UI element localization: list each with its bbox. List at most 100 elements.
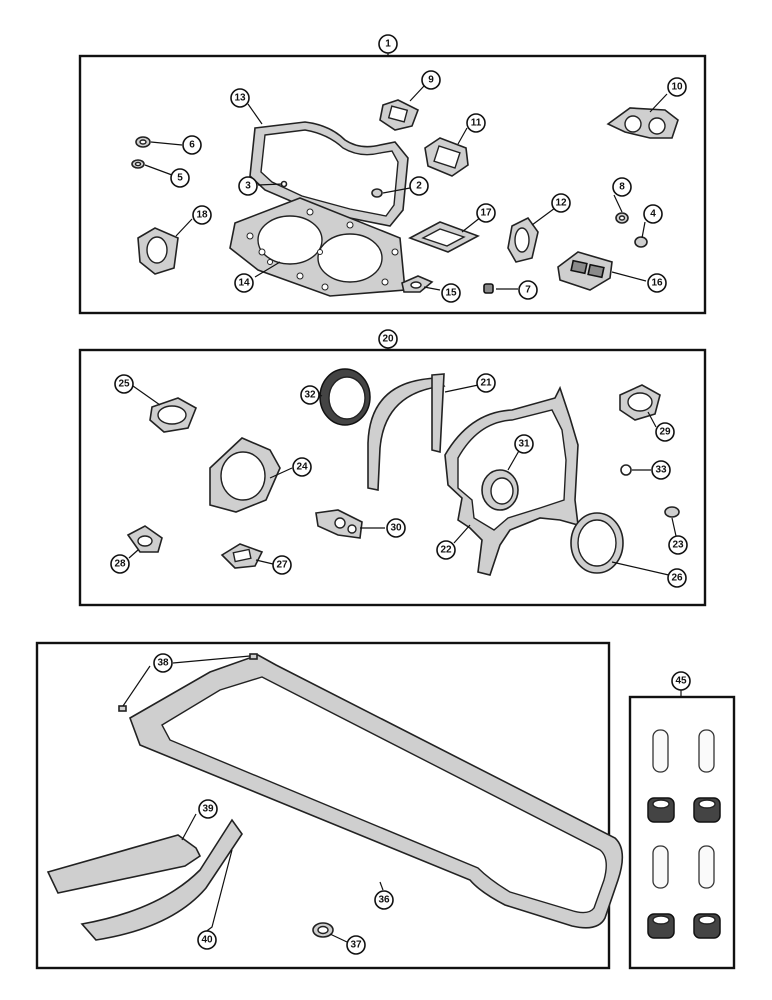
callout-17: 17 bbox=[476, 203, 496, 223]
washer-2 bbox=[371, 188, 383, 198]
washer-37 bbox=[312, 922, 334, 938]
seal-31 bbox=[481, 469, 519, 511]
callout-39: 39 bbox=[198, 799, 218, 819]
svg-text:13: 13 bbox=[234, 93, 246, 104]
callout-9: 9 bbox=[421, 70, 441, 90]
callout-26: 26 bbox=[667, 568, 687, 588]
callout-25: 25 bbox=[114, 374, 134, 394]
svg-text:3: 3 bbox=[245, 181, 251, 192]
callout-38: 38 bbox=[153, 653, 173, 673]
callout-23: 23 bbox=[668, 535, 688, 555]
callout-37: 37 bbox=[346, 935, 366, 955]
flange-gasket-26 bbox=[570, 512, 624, 574]
tab-38-upper bbox=[249, 653, 258, 660]
callout-12: 12 bbox=[551, 193, 571, 213]
callout-6: 6 bbox=[182, 135, 202, 155]
callout-33: 33 bbox=[651, 460, 671, 480]
flange-gasket-12 bbox=[507, 216, 539, 263]
svg-text:6: 6 bbox=[189, 140, 195, 151]
callout-11: 11 bbox=[466, 113, 486, 133]
callout-24: 24 bbox=[292, 457, 312, 477]
washer-4 bbox=[634, 236, 648, 248]
callout-28: 28 bbox=[110, 554, 130, 574]
flange-gasket-18 bbox=[137, 227, 179, 275]
pump-gasket-24 bbox=[209, 437, 281, 513]
svg-text:21: 21 bbox=[480, 378, 492, 389]
strip-gasket-39 bbox=[46, 834, 202, 894]
svg-text:28: 28 bbox=[114, 559, 126, 570]
flange-gasket-15 bbox=[401, 275, 434, 293]
svg-text:18: 18 bbox=[196, 210, 208, 221]
svg-text:39: 39 bbox=[202, 804, 214, 815]
callout-30: 30 bbox=[386, 518, 406, 538]
svg-text:17: 17 bbox=[480, 208, 492, 219]
svg-text:40: 40 bbox=[201, 935, 213, 946]
svg-text:16: 16 bbox=[651, 278, 663, 289]
callout-3: 3 bbox=[238, 176, 258, 196]
callout-15: 15 bbox=[441, 283, 461, 303]
svg-text:12: 12 bbox=[555, 198, 567, 209]
callout-22: 22 bbox=[436, 540, 456, 560]
twin-port-gasket-10 bbox=[606, 107, 679, 139]
small-flange-gasket-9 bbox=[379, 99, 420, 131]
washer-23 bbox=[664, 506, 680, 518]
svg-text:4: 4 bbox=[650, 209, 656, 220]
oil-pan-gasket-36 bbox=[129, 654, 624, 929]
panel-oil-pan-gasket-set bbox=[35, 641, 611, 970]
arc-gasket-40 bbox=[80, 818, 243, 941]
callout-13: 13 bbox=[230, 88, 250, 108]
svg-text:22: 22 bbox=[440, 545, 452, 556]
callout-32: 32 bbox=[300, 385, 320, 405]
square-gasket-17 bbox=[408, 221, 480, 253]
callout-36: 36 bbox=[374, 890, 394, 910]
svg-text:23: 23 bbox=[672, 540, 684, 551]
washer-8-hole bbox=[618, 215, 626, 221]
callout-2: 2 bbox=[409, 176, 429, 196]
callout-10: 10 bbox=[667, 77, 687, 97]
callout-18: 18 bbox=[192, 205, 212, 225]
svg-text:31: 31 bbox=[518, 439, 530, 450]
washer-5-hole bbox=[134, 161, 142, 167]
flange-gasket-27 bbox=[220, 543, 264, 569]
callout-1: 1 bbox=[378, 34, 398, 54]
callout-16: 16 bbox=[647, 273, 667, 293]
svg-text:7: 7 bbox=[525, 285, 531, 296]
callout-14: 14 bbox=[234, 273, 254, 293]
callout-27: 27 bbox=[272, 555, 292, 575]
callout-5: 5 bbox=[170, 168, 190, 188]
svg-text:25: 25 bbox=[118, 379, 130, 390]
svg-text:45: 45 bbox=[675, 676, 687, 687]
grommets-45 bbox=[647, 797, 721, 939]
flange-gasket-30 bbox=[315, 509, 363, 539]
panel-sleeve-set bbox=[628, 695, 736, 970]
washer-6-hole bbox=[139, 139, 147, 145]
svg-text:26: 26 bbox=[671, 573, 683, 584]
svg-text:15: 15 bbox=[445, 288, 457, 299]
callout-7: 7 bbox=[518, 280, 538, 300]
svg-text:32: 32 bbox=[304, 390, 316, 401]
panel-lower-gasket-set bbox=[78, 348, 707, 607]
twin-port-gasket-16 bbox=[557, 251, 613, 291]
tab-38-lower bbox=[118, 705, 127, 712]
svg-text:10: 10 bbox=[671, 82, 683, 93]
svg-text:24: 24 bbox=[296, 462, 308, 473]
svg-text:27: 27 bbox=[276, 560, 288, 571]
valve-cover-gasket bbox=[249, 121, 409, 227]
svg-text:1: 1 bbox=[385, 39, 391, 50]
sleeves-45 bbox=[652, 729, 715, 889]
svg-text:2: 2 bbox=[416, 181, 422, 192]
svg-text:14: 14 bbox=[238, 278, 250, 289]
svg-text:11: 11 bbox=[471, 118, 482, 129]
svg-text:9: 9 bbox=[428, 75, 434, 86]
callout-45: 45 bbox=[671, 671, 691, 691]
leader-lines bbox=[122, 53, 682, 943]
svg-text:36: 36 bbox=[378, 895, 390, 906]
svg-text:33: 33 bbox=[655, 465, 667, 476]
callout-40: 40 bbox=[197, 930, 217, 950]
oil-seal-32 bbox=[319, 368, 371, 426]
callout-8: 8 bbox=[612, 177, 632, 197]
flange-gasket-11 bbox=[424, 137, 469, 177]
svg-text:30: 30 bbox=[390, 523, 402, 534]
flange-gasket-25 bbox=[149, 397, 198, 433]
